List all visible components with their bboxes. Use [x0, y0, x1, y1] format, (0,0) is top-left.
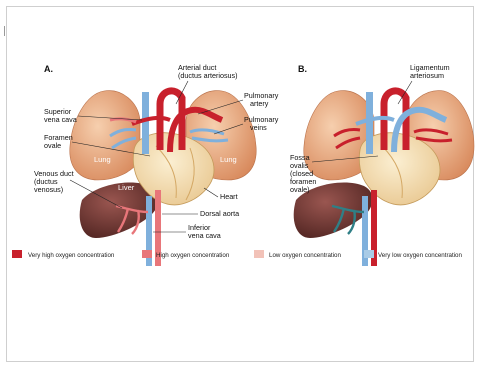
legend-label-high: High oxygen concentration [156, 252, 230, 259]
inferior-vena-cava-label: Inferior vena cava [188, 223, 221, 240]
legend-label-low: Low oxygen concentration [269, 252, 341, 259]
left-lung [70, 91, 140, 180]
pulmonary-veins-label: Pulmonary veins [244, 115, 280, 132]
lung-left-label: Lung [94, 155, 111, 164]
arterial-duct-label: Arterial duct (ductus arteriosus) [178, 63, 238, 80]
legend-swatch-low [254, 250, 264, 258]
ligamentum-label: Ligamentum arteriosum [410, 63, 452, 80]
legend-swatch-very-high [12, 250, 22, 258]
pulmonary-artery-label: Pulmonary artery [244, 91, 280, 108]
liver-label: Liver [118, 183, 135, 192]
legend-label-very-low: Very low oxygen concentration [378, 252, 462, 259]
panel-b: B. Ligamentum arteriosum Fossa ovalis (c… [290, 63, 474, 266]
panel-a: A. Lung Lung Liver Arterial duc [34, 63, 280, 266]
panel-b-letter: B. [298, 64, 307, 74]
panel-a-letter: A. [44, 64, 53, 74]
legend-swatch-very-low [364, 250, 374, 258]
superior-vena-cava [142, 92, 149, 154]
heart-label: Heart [220, 192, 238, 201]
legend: Very high oxygen concentration High oxyg… [12, 250, 462, 259]
legend-swatch-high [142, 250, 152, 258]
lung-right-label: Lung [220, 155, 237, 164]
dorsal-aorta-label: Dorsal aorta [200, 209, 239, 218]
venous-duct-label: Venous duct (ductus venosus) [34, 169, 76, 194]
superior-vena-cava-label: Superior vena cava [44, 107, 77, 124]
legend-label-very-high: Very high oxygen concentration [28, 252, 115, 259]
